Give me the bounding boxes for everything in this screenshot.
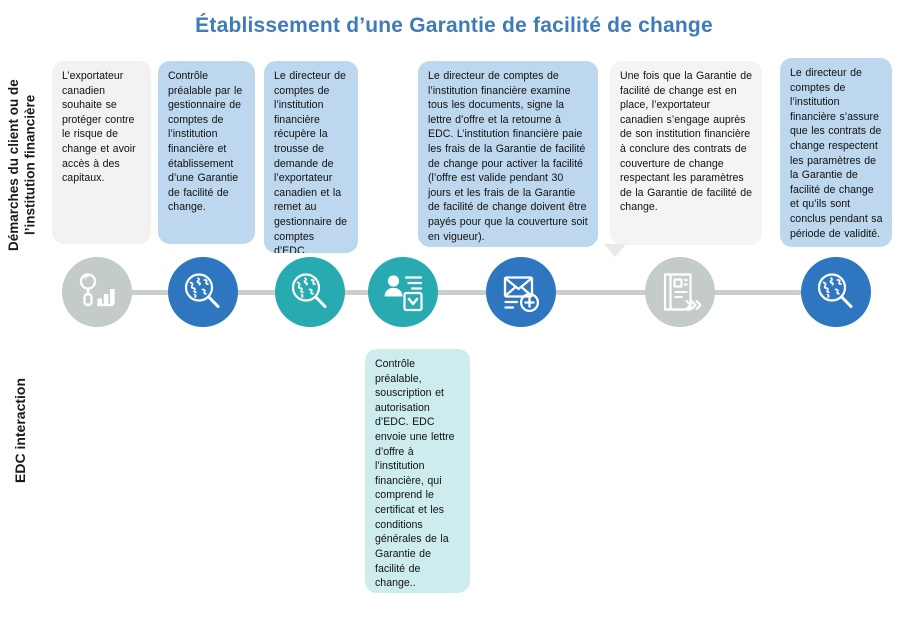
step-7-text-box: Le directeur de comptes de l’institution… — [780, 58, 892, 247]
step-6-node[interactable] — [645, 257, 715, 327]
person-approval-icon — [380, 269, 426, 315]
page-title: Établissement d’une Garantie de facilité… — [195, 14, 713, 37]
contract-document-icon — [657, 269, 703, 315]
globe-magnifier-icon — [287, 269, 333, 315]
magnifier-bar-chart-icon — [74, 269, 120, 315]
step-2-node[interactable] — [168, 257, 238, 327]
lane-label-client-financial-institution: Démarches du client ou de l’institution … — [6, 79, 38, 251]
step-3-text-box: Le directeur de comptes de l’institution… — [264, 61, 358, 253]
envelope-plus-icon — [498, 269, 544, 315]
step-6-text-box: Une fois que la Garantie de facilité de … — [610, 61, 762, 245]
step-6-pointer — [604, 244, 626, 257]
globe-magnifier-icon — [180, 269, 226, 315]
timeline-connector — [90, 290, 840, 295]
step-3-node[interactable] — [275, 257, 345, 327]
lane-label-edc-interaction: EDC interaction — [12, 377, 28, 483]
step-1-node[interactable] — [62, 257, 132, 327]
step-1-text-box: L’exportateur canadien souhaite se proté… — [52, 61, 151, 244]
globe-magnifier-icon — [813, 269, 859, 315]
step-5-node[interactable] — [486, 257, 556, 327]
step-5-text-box: Le directeur de comptes de l’institution… — [418, 61, 598, 247]
step-4-text-box: Contrôle préalable, souscription et auto… — [365, 349, 470, 593]
step-7-node[interactable] — [801, 257, 871, 327]
step-2-text-box: Contrôle préalable par le gestionnaire d… — [158, 61, 255, 244]
step-4-node[interactable] — [368, 257, 438, 327]
